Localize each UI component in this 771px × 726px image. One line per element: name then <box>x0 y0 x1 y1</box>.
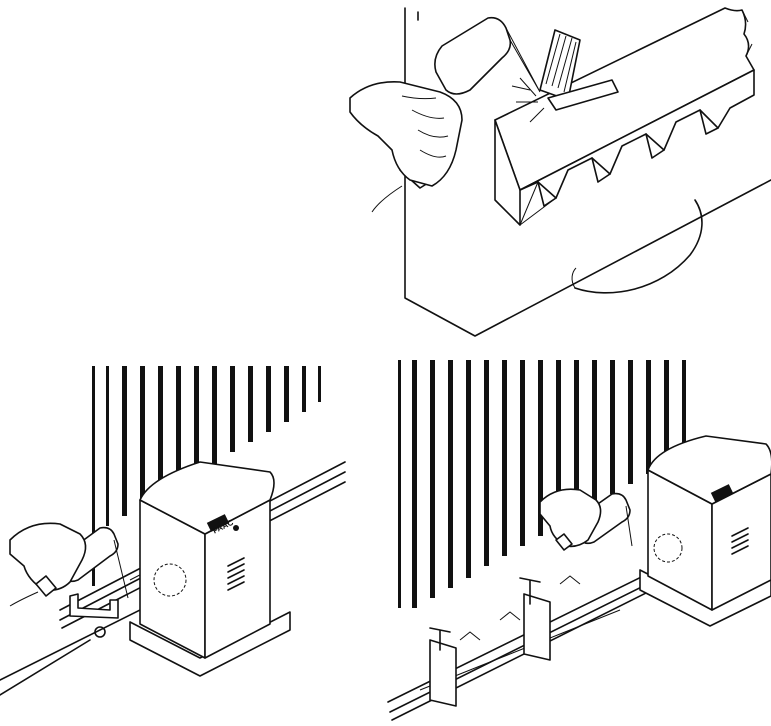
hand <box>349 81 463 187</box>
operator-logo-badge <box>206 514 230 532</box>
gear-rack <box>494 7 755 226</box>
hand-left <box>9 522 87 592</box>
u-clamp-left <box>69 593 119 619</box>
gate-operator-right <box>639 435 771 627</box>
pinion-dotted <box>153 563 187 597</box>
gate-bars-right <box>398 360 686 608</box>
bottom-left-panel: FAAC <box>0 366 346 696</box>
bottom-right-panel <box>387 360 771 721</box>
gate-bars-left <box>92 366 321 586</box>
hand-right <box>539 488 602 548</box>
c-clamp-2 <box>519 577 551 661</box>
gate-operator-left: FAAC <box>129 461 291 677</box>
weld-point <box>511 29 619 123</box>
pinion-outline <box>574 199 703 294</box>
top-panel-rack-detail <box>349 7 771 337</box>
c-clamp-1 <box>429 627 457 707</box>
operator-logo-badge-right <box>710 484 734 502</box>
